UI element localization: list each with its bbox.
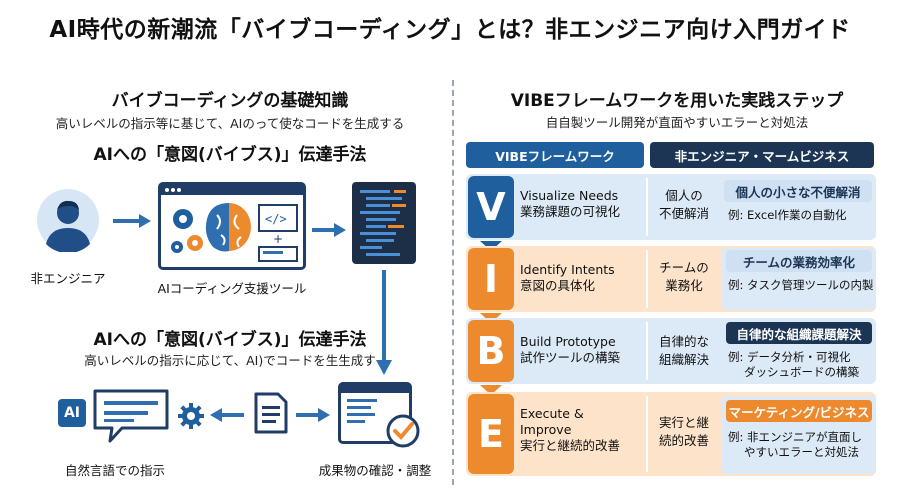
arrow-down-icon (375, 270, 393, 375)
use-case-tag: 個人の小さな不便解消 (724, 180, 872, 202)
use-case-tag: チームの業務効率化 (726, 250, 872, 272)
gear-icon (178, 403, 204, 429)
step-letter: V (468, 176, 514, 238)
gear-icon (171, 209, 203, 253)
row-separator (646, 322, 648, 380)
user-label: 非エンジニア (30, 271, 106, 286)
chevron-down-icon (480, 308, 502, 323)
method-title-1: AIへの「意図(バイブス)」伝達手法 (93, 145, 367, 165)
col-header-vibe: VIBEフレームワーク (466, 142, 644, 168)
use-case-tag: マーケティング/ビジネス (726, 400, 872, 422)
nl-instruction-label: 自然言語での指示 (64, 463, 165, 478)
right-subheading: 自自製ツール開発が直面やすいエラーと対処法 (545, 115, 809, 130)
row-separator (646, 250, 648, 308)
row-separator (646, 178, 648, 236)
user-icon (36, 188, 100, 254)
chevron-down-icon (480, 380, 502, 395)
method-subheading-2: 高いレベルの指示に応じて、AI)でコードを生生成す (84, 353, 376, 368)
example-text: 例: Excel作業の自動化 (728, 208, 847, 222)
section-divider (452, 80, 454, 485)
example-text: 例: データ分析・可視化ダッシュボードの構築 (728, 350, 859, 379)
chat-bubble-icon (92, 388, 170, 444)
arrow-right-icon (113, 213, 151, 229)
arrow-right-icon (312, 222, 346, 238)
example-text: 例: タスク管理ツールの内製 (728, 278, 874, 292)
check-icon (386, 414, 420, 448)
arrow-right-icon (296, 407, 330, 423)
method-title-2: AIへの「意図(バイブス)」伝達手法 (93, 330, 367, 350)
left-subheading: 高いレベルの指示等に基じて、AIのって使なコードを生成する (55, 116, 405, 131)
row-separator (646, 396, 648, 472)
brain-icon (205, 203, 251, 252)
document-icon (254, 392, 288, 434)
example-text: 例: 非エンジニアが直面しやすいエラーと対処法 (728, 430, 863, 459)
left-heading: バイブコーディングの基礎知識 (111, 91, 349, 111)
svg-text:+: + (273, 232, 283, 246)
scope-text: 実行と継続的改善 (658, 415, 709, 448)
col-header-business: 非エンジニア・マームビジネス (650, 142, 874, 168)
svg-text:</>: </> (265, 212, 287, 226)
scope-text: 個人の不便解消 (658, 188, 709, 221)
ai-tool-panel: </> + (158, 182, 306, 270)
result-check-label: 成果物の確認・調整 (318, 463, 432, 478)
code-editor-panel (352, 182, 416, 264)
step-letter: B (468, 320, 514, 382)
scope-text: 自律的な組織解決 (658, 334, 709, 367)
scope-text: チームの業務化 (659, 260, 709, 293)
arrow-left-icon (210, 407, 244, 423)
step-letter: I (468, 248, 514, 310)
chevron-down-icon (480, 236, 502, 251)
page-title: AI時代の新潮流「バイブコーディング」とは？非エンジニア向け入門ガイド (49, 17, 851, 43)
right-heading: VIBEフレームワークを用いた実践ステップ (510, 91, 844, 111)
use-case-tag: 自律的な組織課題解決 (726, 322, 872, 344)
tool-label: AIコーディング支援ツール (157, 281, 307, 296)
step-letter: E (468, 394, 514, 474)
ai-badge: AI (58, 399, 86, 427)
